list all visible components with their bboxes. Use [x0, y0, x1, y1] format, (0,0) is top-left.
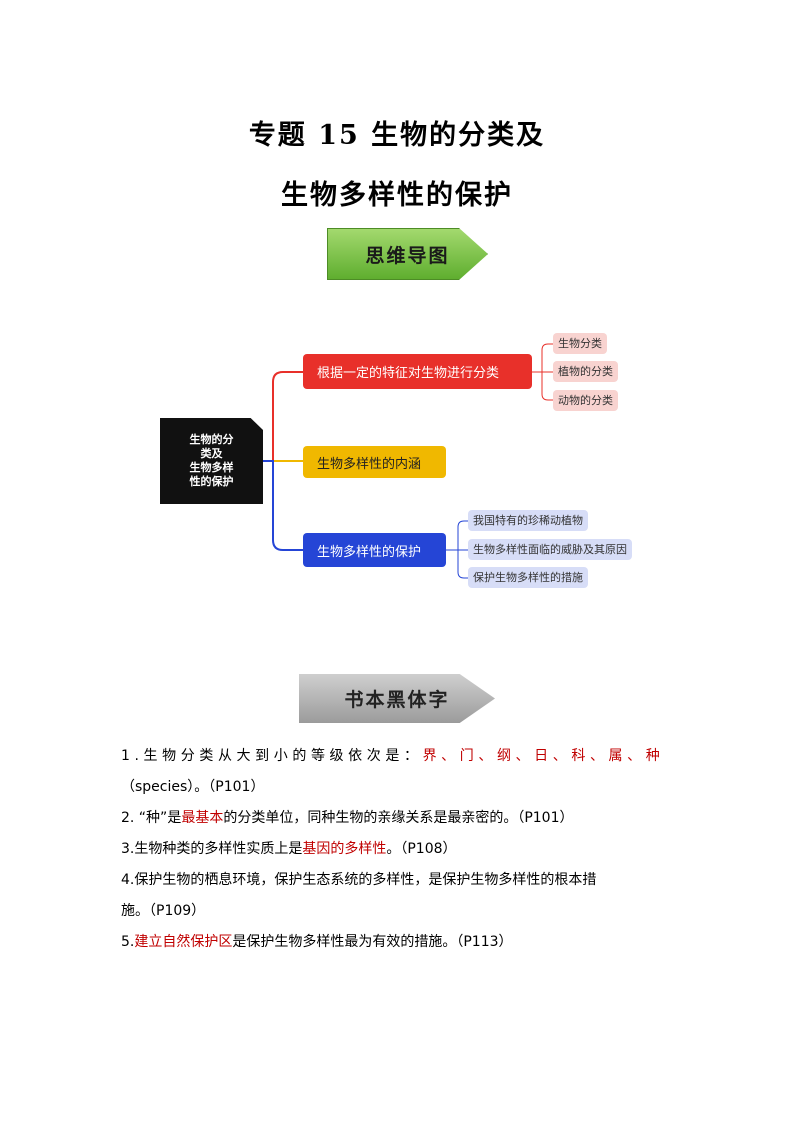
key-point-3-text: 3.生物种类的多样性实质上是 — [121, 841, 303, 857]
key-point-1-tail: （species）。（P101） — [121, 779, 265, 795]
key-point-2-tail: 的分类单位，同种生物的亲缘关系是最亲密的。（P101） — [223, 810, 574, 826]
key-point-3: 3.生物种类的多样性实质上是基因的多样性。（P108） — [121, 834, 677, 865]
keywords-banner: 书本黑体字 — [299, 674, 495, 723]
leaf-rare-species: 我国特有的珍稀动植物 — [468, 510, 588, 531]
branch-classification: 根据一定的特征对生物进行分类 — [303, 354, 532, 389]
key-point-list: 1.生物分类从大到小的等级依次是：界、门、纲、日、科、属、种 （species）… — [121, 741, 677, 958]
key-point-2: 2. “种”是最基本的分类单位，同种生物的亲缘关系是最亲密的。（P101） — [121, 803, 677, 834]
key-point-5-tail: 是保护生物多样性最为有效的措施。（P113） — [232, 934, 513, 950]
leaf-biological-classification: 生物分类 — [553, 333, 607, 354]
key-point-1-highlight: 界、门、纲、日、科、属、种 — [422, 748, 665, 764]
mindmap-root-label: 生物的分 类及 生物多样 性的保护 — [189, 433, 234, 488]
key-point-5-highlight: 建立自然保护区 — [134, 934, 233, 950]
key-point-5: 5.建立自然保护区是保护生物多样性最为有效的措施。（P113） — [121, 927, 677, 958]
leaf-animal-classification: 动物的分类 — [553, 390, 618, 411]
key-point-4-tail: 施。（P109） — [121, 903, 206, 919]
key-point-1: 1.生物分类从大到小的等级依次是：界、门、纲、日、科、属、种 （species）… — [121, 741, 677, 803]
branch-biodiversity-protection: 生物多样性的保护 — [303, 533, 446, 567]
leaf-measures: 保护生物多样性的措施 — [468, 567, 588, 588]
key-point-3-tail: 。（P108） — [386, 841, 457, 857]
mindmap-banner-label: 思维导图 — [365, 244, 450, 267]
leaf-threats: 生物多样性面临的威胁及其原因 — [468, 539, 632, 560]
branch-biodiversity-meaning: 生物多样性的内涵 — [303, 446, 446, 478]
key-point-2-text: 2. “种”是 — [121, 810, 182, 826]
leaf-plant-classification: 植物的分类 — [553, 361, 618, 382]
mindmap-banner: 思维导图 — [327, 228, 488, 280]
key-point-5-number: 5. — [121, 934, 135, 950]
key-point-3-highlight: 基因的多样性 — [302, 841, 387, 857]
key-point-2-highlight: 最基本 — [181, 810, 224, 826]
key-point-4: 4.保护生物的栖息环境，保护生态系统的多样性，是保护生物多样性的根本措 施。（P… — [121, 865, 677, 927]
key-point-1-text: 1.生物分类从大到小的等级依次是： — [121, 748, 423, 764]
keywords-banner-label: 书本黑体字 — [344, 689, 450, 711]
title-line-2: 生物多样性的保护 — [281, 180, 513, 211]
title-line-1: 专题 15 生物的分类及 — [248, 120, 546, 151]
key-point-4-text: 4.保护生物的栖息环境，保护生态系统的多样性，是保护生物多样性的根本措 — [121, 872, 597, 888]
mindmap-root: 生物的分 类及 生物多样 性的保护 — [160, 418, 263, 504]
